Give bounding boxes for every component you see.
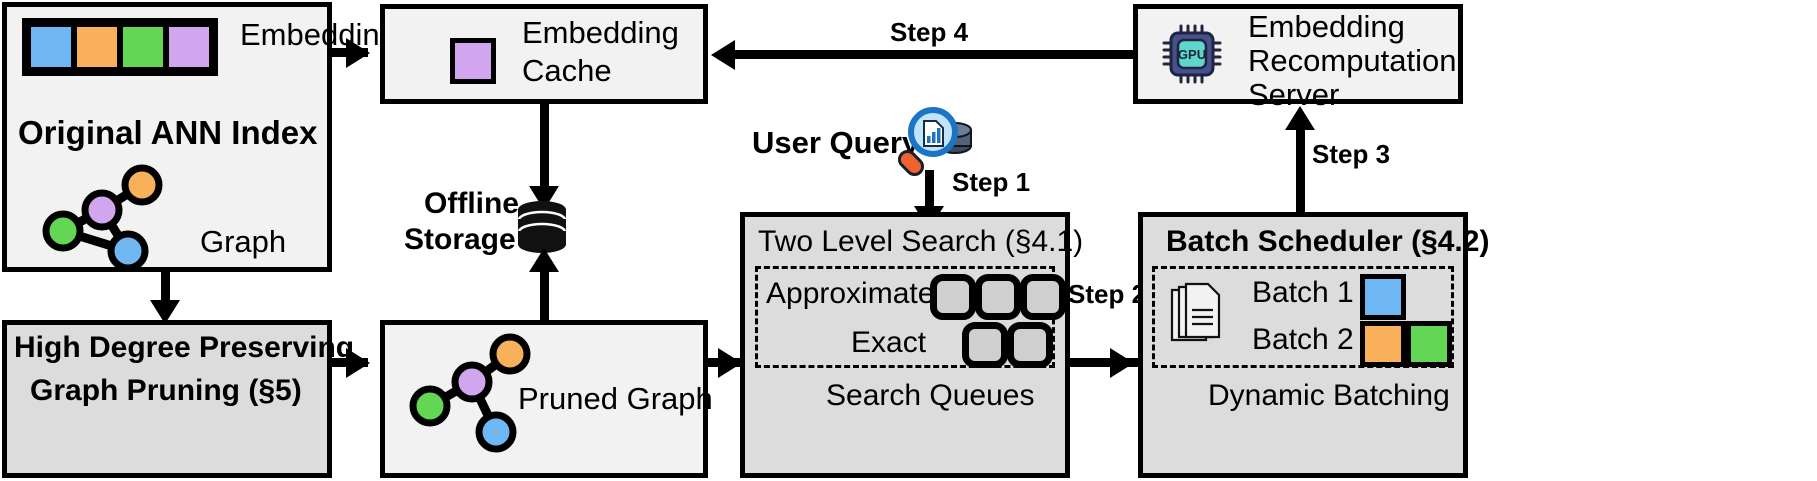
embedding-swatch-orange (74, 24, 120, 70)
offline-storage-label-line1: Offline (424, 187, 519, 220)
graph-pruning-label-line1: High Degree Preserving (14, 331, 355, 364)
arrow-step4-head (711, 40, 735, 70)
arrow-step3-shaft (1296, 130, 1305, 212)
arrow-step2-head (1110, 348, 1134, 378)
exact-slot-2[interactable] (1007, 322, 1053, 368)
offline-storage-label-line2: Storage (404, 223, 516, 256)
arrow-step1-shaft (925, 170, 934, 214)
step2-label: Step 2 (1068, 279, 1147, 309)
gpu-icon-text: GPU (1178, 47, 1206, 62)
embedding-cache-box (380, 4, 708, 104)
two-level-search-title: Two Level Search (§4.1) (758, 225, 1084, 258)
batch-2-label: Batch 2 (1252, 323, 1354, 356)
database-cylinder-icon (517, 201, 567, 253)
search-queues-footer: Search Queues (826, 379, 1035, 412)
arrow-index-to-cache-head (346, 38, 370, 68)
arrow-cache-to-storage-shaft (540, 104, 549, 192)
recompute-server-label-line3: Server (1248, 77, 1340, 112)
dynamic-batching-panel (1152, 266, 1454, 368)
batch-scheduler-box (1138, 212, 1468, 478)
arrow-pruned-to-search-head (718, 348, 742, 378)
arrow-pruned-to-storage-shaft (540, 268, 549, 320)
batch-scheduler-title: Batch Scheduler (§4.2) (1166, 225, 1490, 258)
embedding-cache-label-line1: Embedding (522, 15, 679, 50)
original-graph-illustration (42, 164, 163, 272)
approximate-slot-3[interactable] (1020, 274, 1066, 320)
documents-stack-icon (1170, 282, 1221, 342)
approximate-label: Approximate (766, 277, 935, 310)
embedding-swatch-strip (22, 18, 218, 76)
user-query-label: User Query (752, 125, 920, 160)
step1-label: Step 1 (952, 167, 1031, 197)
graph-pruning-label-line2: Graph Pruning (§5) (30, 374, 302, 407)
arrow-step2-shaft (1070, 358, 1140, 367)
gpu-chip-icon: GPU (1162, 24, 1222, 84)
pruned-graph-label: Pruned Graph (518, 381, 713, 416)
arrow-step3-head (1285, 106, 1315, 130)
arrow-pruned-to-storage-head (529, 248, 559, 272)
embedding-label: Embedding (240, 17, 397, 52)
batch-1-swatch-blue (1360, 274, 1406, 320)
approximate-slot-1[interactable] (930, 274, 976, 320)
recompute-server-label-line2: Recomputation (1248, 43, 1457, 78)
approximate-slot-2[interactable] (975, 274, 1021, 320)
embedding-cache-swatch (450, 38, 496, 84)
arrow-index-to-pruning-shaft (161, 272, 170, 308)
embedding-cache-label-line2: Cache (522, 53, 612, 88)
graph-pruning-box (2, 320, 332, 478)
batch-1-label: Batch 1 (1252, 276, 1354, 309)
dynamic-batching-footer: Dynamic Batching (1208, 379, 1450, 412)
arrow-step4-shaft (735, 50, 1133, 59)
exact-label: Exact (851, 326, 927, 359)
original-ann-index-title: Original ANN Index (18, 114, 318, 151)
pruned-graph-illustration (409, 333, 531, 453)
embedding-swatch-purple (166, 24, 212, 70)
embedding-swatch-blue (28, 24, 74, 70)
graph-label: Graph (200, 224, 287, 259)
step3-label: Step 3 (1312, 139, 1391, 169)
magnifier-database-icon (897, 107, 972, 177)
batch-2-swatch-orange (1360, 321, 1406, 367)
recompute-server-label-line1: Embedding (1248, 9, 1405, 44)
step4-label: Step 4 (890, 17, 969, 47)
exact-slot-1[interactable] (962, 322, 1008, 368)
batch-2-swatch-green (1406, 321, 1452, 367)
embedding-swatch-green (120, 24, 166, 70)
arrow-pruning-to-pruned-head (346, 348, 370, 378)
